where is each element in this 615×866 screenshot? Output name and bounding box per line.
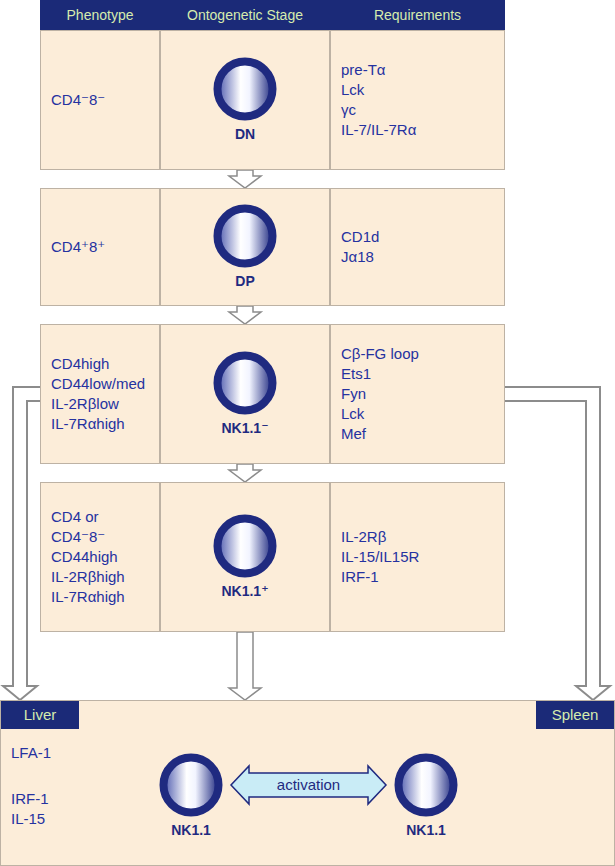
phenotype-marker: IL-2Rβhigh <box>51 567 149 587</box>
connector <box>229 306 261 324</box>
stage-cell: DP <box>160 188 330 306</box>
region-tab: Liver <box>1 701 79 729</box>
cell-body <box>399 758 454 813</box>
connector <box>231 766 386 804</box>
column-heading: Requirements <box>330 0 505 30</box>
bent-arrow-outline <box>505 394 593 686</box>
requirement-item: pre-Tα <box>341 60 494 80</box>
phenotype-marker: IL-7Rαhigh <box>51 414 149 434</box>
tissue-band: LiverLFA-1IRF-1IL-15 SpleenNK1.1 NK1.1 <box>0 700 615 866</box>
tissue-factor: IL-15 <box>11 809 45 829</box>
text-stack: CD4highCD44low/medIL-2RβlowIL-7Rαhigh <box>51 354 149 434</box>
block-arrow <box>229 306 261 324</box>
cell-body <box>218 62 273 117</box>
arrow-head <box>576 686 610 700</box>
requirement-item: IL-15/IL15R <box>341 547 494 567</box>
stage-cell: NK1.1⁺ <box>160 482 330 632</box>
phenotype-cell: CD4 orCD4⁻8⁻CD44highIL-2RβhighIL-7Rαhigh <box>40 482 160 632</box>
requirement-item: IRF-1 <box>341 567 494 587</box>
requirement-item: Lck <box>341 80 494 100</box>
phenotype-marker: CD44high <box>51 547 149 567</box>
block-arrow <box>229 632 261 700</box>
requirements-cell: IL-2RβIL-15/IL15RIRF-1 <box>330 482 505 632</box>
phenotype-cell: CD4⁺8⁺ <box>40 188 160 306</box>
block-arrow <box>229 464 261 482</box>
cell-circle <box>213 204 277 268</box>
tissue-factor: IRF-1 <box>11 789 49 809</box>
stage-cell: DN <box>160 30 330 170</box>
requirement-item: IL-7/IL-7Rα <box>341 120 494 140</box>
requirements-cell: Cβ-FG loopEts1FynLckMef <box>330 324 505 464</box>
phenotype-marker: CD4⁺8⁺ <box>51 237 149 257</box>
text-stack: CD4⁻8⁻ <box>51 90 149 110</box>
connector <box>229 170 261 188</box>
stage-label: DN <box>235 125 255 143</box>
phenotype-marker: IL-7Rαhigh <box>51 587 149 607</box>
header-bar: PhenotypeOntogenetic StageRequirements <box>40 0 505 30</box>
requirements-cell: pre-TαLckγcIL-7/IL-7Rα <box>330 30 505 170</box>
requirement-item: CD1d <box>341 227 494 247</box>
stage-label: NK1.1 <box>406 821 446 839</box>
requirement-item: Ets1 <box>341 364 494 384</box>
block-arrow <box>229 170 261 188</box>
text-stack: pre-TαLckγcIL-7/IL-7Rα <box>341 60 494 140</box>
requirement-item: Cβ-FG loop <box>341 344 494 364</box>
requirement-item: IL-2Rβ <box>341 527 494 547</box>
phenotype-marker: CD4 or <box>51 507 149 527</box>
cell-body <box>218 209 273 264</box>
edge-label: activation <box>274 776 343 794</box>
cell-circle <box>159 753 223 817</box>
text-stack: CD4 orCD4⁻8⁻CD44highIL-2RβhighIL-7Rαhigh <box>51 507 149 607</box>
bent-arrow-fill <box>505 394 593 688</box>
requirement-item: Fyn <box>341 384 494 404</box>
connector <box>3 394 40 700</box>
requirement-item: Jα18 <box>341 247 494 267</box>
cell-circle <box>394 753 458 817</box>
requirement-item: Mef <box>341 424 494 444</box>
connector <box>505 394 610 700</box>
requirements-cell: CD1dJα18 <box>330 188 505 306</box>
text-stack: Cβ-FG loopEts1FynLckMef <box>341 344 494 444</box>
phenotype-marker: CD4⁻8⁻ <box>51 90 149 110</box>
cell-circle <box>213 514 277 578</box>
bent-arrow-fill <box>20 394 40 688</box>
cell-circle <box>213 57 277 121</box>
phenotype-cell: CD4⁻8⁻ <box>40 30 160 170</box>
phenotype-cell: CD4highCD44low/medIL-2RβlowIL-7Rαhigh <box>40 324 160 464</box>
stage-label: NK1.1 <box>171 821 211 839</box>
region-tab: Spleen <box>536 701 614 729</box>
cell-circle <box>213 351 277 415</box>
connector <box>229 464 261 482</box>
requirement-item: Lck <box>341 404 494 424</box>
cell-body <box>164 758 219 813</box>
stage-label: DP <box>235 272 254 290</box>
requirement-item: γc <box>341 100 494 120</box>
connector <box>229 632 261 700</box>
tissue-factor: LFA-1 <box>11 743 51 763</box>
stage-label: NK1.1⁻ <box>221 419 268 437</box>
column-heading: Phenotype <box>40 0 160 30</box>
phenotype-marker: IL-2Rβlow <box>51 394 149 414</box>
text-stack: IL-2RβIL-15/IL15RIRF-1 <box>341 527 494 587</box>
stage-label: NK1.1⁺ <box>221 582 268 600</box>
nk-cell: NK1.1 <box>386 753 466 839</box>
cell-body <box>218 519 273 574</box>
nk-cell: NK1.1 <box>151 753 231 839</box>
phenotype-marker: CD4⁻8⁻ <box>51 527 149 547</box>
phenotype-marker: CD4high <box>51 354 149 374</box>
cell-body <box>218 356 273 411</box>
text-stack: CD4⁺8⁺ <box>51 237 149 257</box>
stage-cell: NK1.1⁻ <box>160 324 330 464</box>
phenotype-marker: CD44low/med <box>51 374 149 394</box>
arrow-head <box>3 686 37 700</box>
activation-arrow <box>231 766 386 804</box>
text-stack: CD1dJα18 <box>341 227 494 267</box>
column-heading: Ontogenetic Stage <box>160 0 330 30</box>
